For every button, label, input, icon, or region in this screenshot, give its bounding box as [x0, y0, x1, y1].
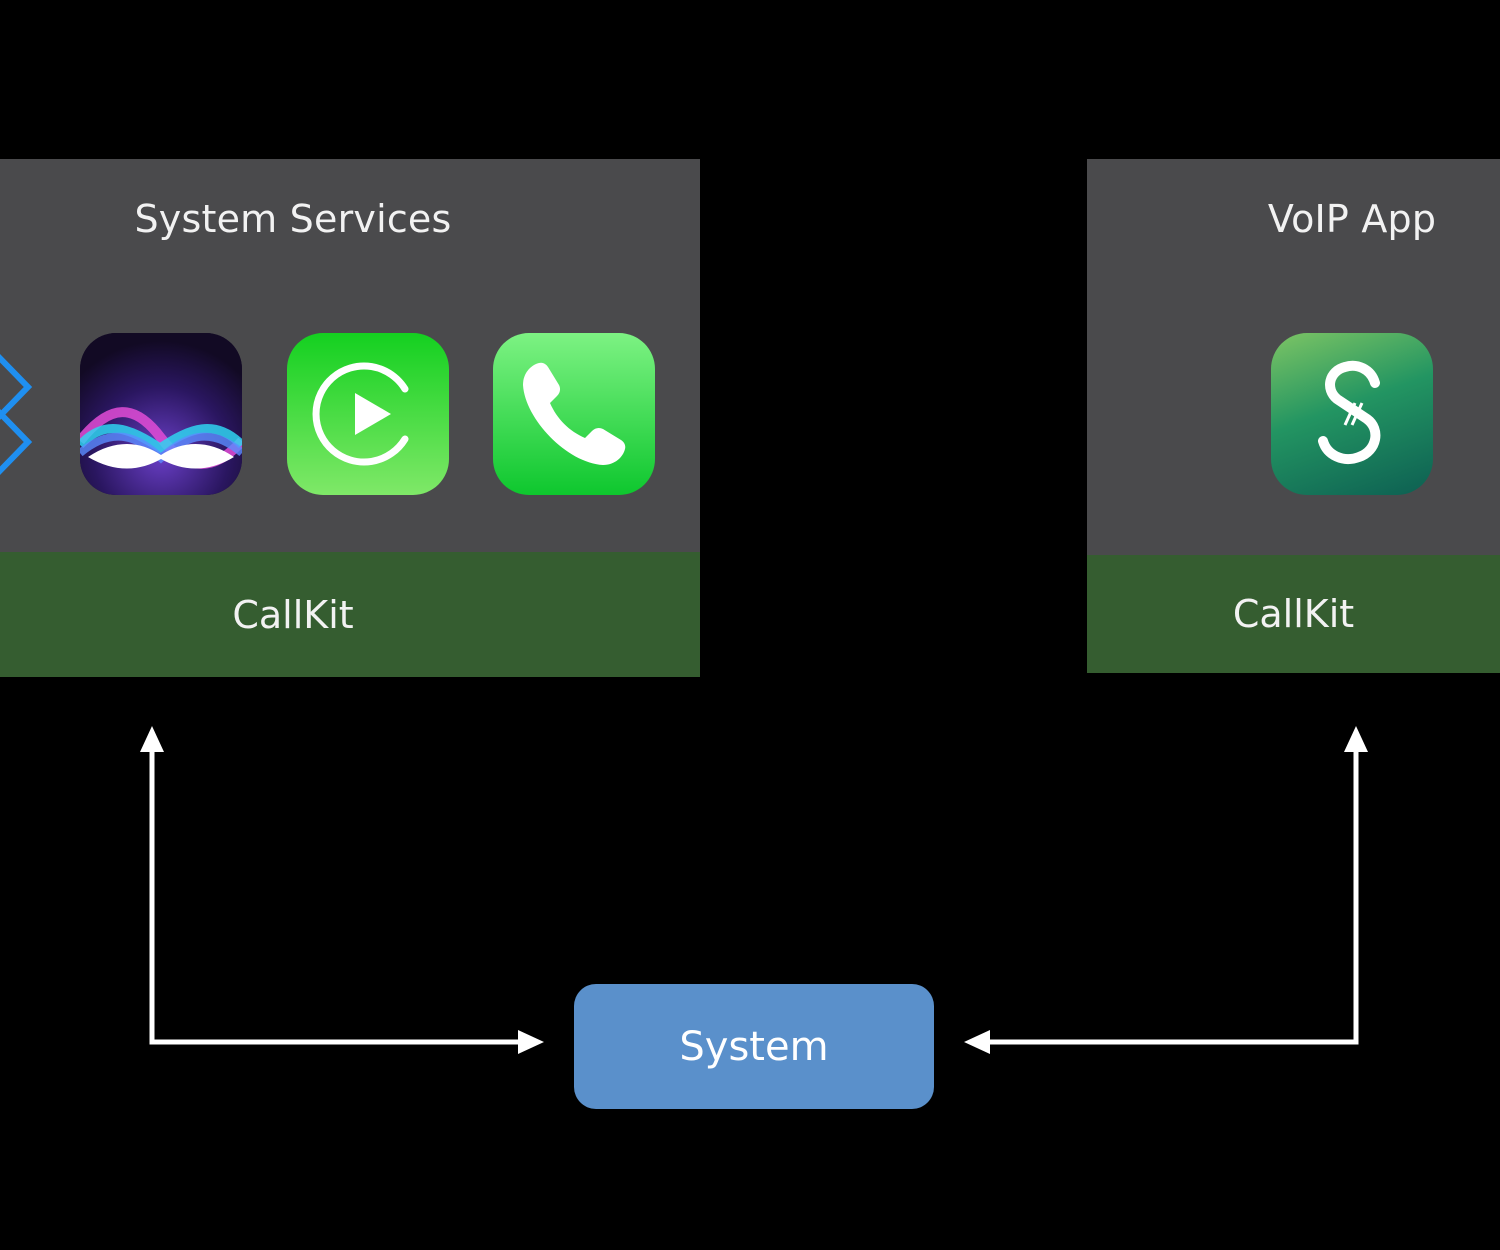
left-connector-line — [149, 752, 520, 1045]
callkit-bar-right: CallKit — [1087, 555, 1500, 673]
system-box: System — [574, 984, 934, 1109]
callkit-bar-left: CallKit — [0, 552, 700, 677]
voip-app-panel: VoIP App CallKit — [1087, 159, 1500, 673]
voip-app-icon — [1271, 333, 1433, 495]
right-connector-line — [990, 752, 1359, 1045]
voip-app-title: VoIP App — [1267, 197, 1437, 241]
system-label: System — [679, 1023, 829, 1070]
right-up-arrowhead — [1344, 726, 1368, 752]
siri-icon — [80, 333, 242, 495]
phone-icon — [493, 333, 655, 495]
carplay-icon — [287, 333, 449, 495]
left-right-arrowhead — [518, 1030, 544, 1054]
callkit-label-right: CallKit — [1232, 592, 1355, 636]
right-left-arrowhead — [964, 1030, 990, 1054]
system-services-title: System Services — [134, 197, 452, 241]
bluetooth-icon — [0, 343, 36, 485]
system-services-panel: System Services — [0, 159, 700, 677]
callkit-label-left: CallKit — [232, 592, 354, 637]
left-up-arrowhead — [140, 726, 164, 752]
